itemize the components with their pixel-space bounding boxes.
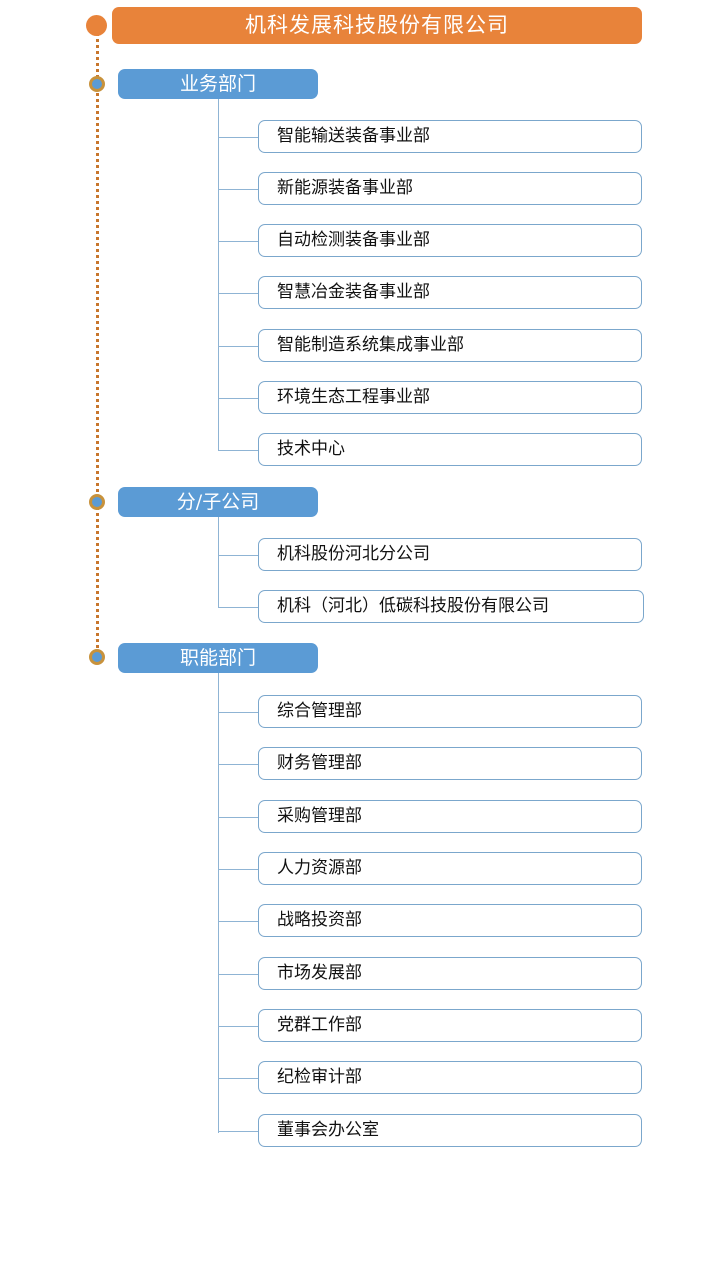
branch-arm [218, 189, 258, 190]
leaf-item[interactable]: 党群工作部 [258, 1009, 642, 1042]
leaf-item[interactable]: 人力资源部 [258, 852, 642, 885]
branch-arm [218, 293, 258, 294]
branch-arm [218, 241, 258, 242]
group-trunk-functional [218, 673, 219, 1133]
branch-arm [218, 1026, 258, 1027]
leaf-item[interactable]: 纪检审计部 [258, 1061, 642, 1094]
branch-arm [218, 555, 258, 556]
branch-arm [218, 974, 258, 975]
leaf-item[interactable]: 技术中心 [258, 433, 642, 466]
branch-arm [218, 137, 258, 138]
branch-arm [218, 921, 258, 922]
leaf-item[interactable]: 自动检测装备事业部 [258, 224, 642, 257]
branch-arm [218, 764, 258, 765]
group-chip-subsidiaries[interactable]: 分/子公司 [118, 487, 318, 517]
circle-node-branch-icon [89, 494, 105, 510]
root-title-bar[interactable]: 机科发展科技股份有限公司 [112, 7, 642, 44]
group-trunk-business [218, 99, 219, 451]
branch-arm [218, 869, 258, 870]
spine-dotted-line [96, 26, 99, 660]
leaf-item[interactable]: 智能输送装备事业部 [258, 120, 642, 153]
circle-node-branch-icon [89, 649, 105, 665]
branch-arm [218, 398, 258, 399]
branch-arm [218, 607, 258, 608]
leaf-item[interactable]: 新能源装备事业部 [258, 172, 642, 205]
branch-arm [218, 712, 258, 713]
branch-arm [218, 1078, 258, 1079]
branch-arm [218, 450, 258, 451]
group-chip-business[interactable]: 业务部门 [118, 69, 318, 99]
leaf-item[interactable]: 战略投资部 [258, 904, 642, 937]
group-trunk-subsidiaries [218, 517, 219, 607]
leaf-item[interactable]: 智慧冶金装备事业部 [258, 276, 642, 309]
leaf-item[interactable]: 机科（河北）低碳科技股份有限公司 [258, 590, 644, 623]
branch-arm [218, 346, 258, 347]
leaf-item[interactable]: 综合管理部 [258, 695, 642, 728]
leaf-item[interactable]: 智能制造系统集成事业部 [258, 329, 642, 362]
group-chip-functional[interactable]: 职能部门 [118, 643, 318, 673]
leaf-item[interactable]: 机科股份河北分公司 [258, 538, 642, 571]
leaf-item[interactable]: 环境生态工程事业部 [258, 381, 642, 414]
leaf-item[interactable]: 市场发展部 [258, 957, 642, 990]
leaf-item[interactable]: 董事会办公室 [258, 1114, 642, 1147]
leaf-item[interactable]: 采购管理部 [258, 800, 642, 833]
branch-arm [218, 1131, 258, 1132]
circle-node-branch-icon [89, 76, 105, 92]
circle-node-root-icon [86, 15, 107, 36]
leaf-item[interactable]: 财务管理部 [258, 747, 642, 780]
branch-arm [218, 817, 258, 818]
